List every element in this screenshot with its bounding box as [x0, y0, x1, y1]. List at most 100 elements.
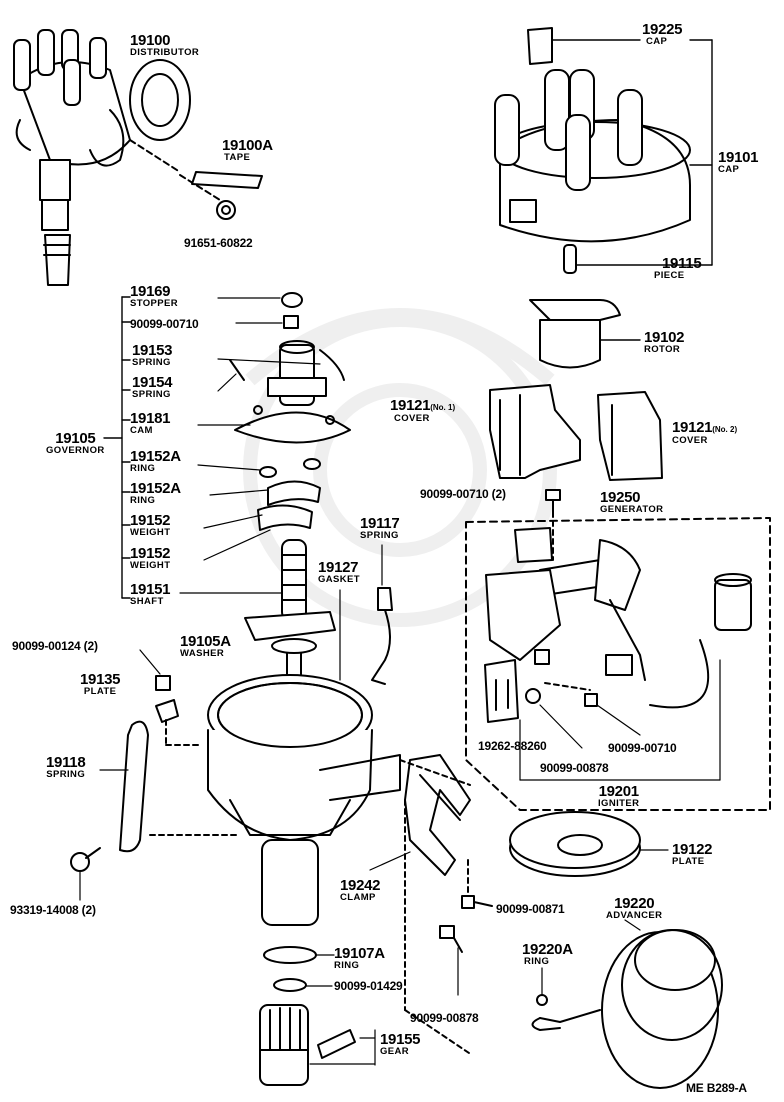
plate-19122-number: 19122: [672, 841, 713, 858]
governor-weight-upper-drawing: [209, 480, 321, 506]
ring-19107a-drawing: [263, 946, 317, 964]
plate-19135-label: 19135 PLATE: [80, 671, 121, 697]
part-90099-01429-label: 90099-01429: [334, 979, 403, 993]
governor-name: GOVERNOR: [46, 445, 105, 456]
ring-19107a-label: 19107A RING: [334, 946, 385, 971]
clamp-label: 19242 CLAMP: [340, 877, 381, 903]
washer-drawing: [271, 638, 317, 654]
distributor-number: 19100: [130, 32, 171, 49]
bolt-90099-00124-drawing: [139, 649, 201, 746]
weight-number-2: 19152: [130, 545, 171, 562]
rotor-label: 19102 ROTOR: [644, 329, 685, 355]
weight-name-1: WEIGHT: [130, 527, 171, 538]
breaker-plate-drawing: [509, 811, 669, 877]
tape-name: TAPE: [224, 152, 251, 163]
bolt-90099-00871-drawing: [461, 859, 493, 909]
rotor-number: 19102: [644, 329, 685, 346]
ring-19152a-number-1: 19152A: [130, 448, 181, 465]
vacuum-advancer-drawing: [531, 919, 723, 1089]
bolt-90099-00710-b-label: 90099-00710: [608, 741, 677, 755]
bolt-90099-00878-lower-drawing: [439, 925, 463, 996]
cam-number: 19181: [130, 410, 171, 427]
stopper-name: STOPPER: [130, 298, 179, 309]
generator-number: 19250: [600, 489, 641, 506]
cap-19225-drawing: [527, 27, 641, 65]
spring-19153-name: SPRING: [132, 357, 171, 368]
bolt-90099-00878-a-label: 90099-00878: [540, 761, 609, 775]
tape-drawing: [191, 171, 263, 189]
washer-label: 19105A WASHER: [180, 634, 231, 659]
washer-number: 19105A: [180, 633, 231, 650]
distributor-name: DISTRIBUTOR: [130, 47, 200, 58]
igniter-module-drawing: [484, 659, 721, 781]
cover-no2-number: 19121: [672, 419, 713, 436]
igniter-label: 19201 IGNITER: [598, 784, 639, 809]
ring-19107a-number: 19107A: [334, 945, 385, 962]
clamp-number: 19242: [340, 877, 381, 894]
bolt-90099-00124-label: 90099-00124 (2): [12, 639, 98, 653]
plate-19135-name: PLATE: [83, 686, 117, 697]
screw-93319-drawing: [70, 847, 101, 901]
plate-19135-number: 19135: [80, 671, 121, 688]
screw-93319-label: 93319-14008 (2): [10, 903, 96, 917]
rotor-name: ROTOR: [644, 344, 681, 355]
ring-19152a-name-2: RING: [130, 495, 156, 506]
generator-label: 19250 GENERATOR: [600, 490, 663, 515]
cap-19225-name: CAP: [646, 36, 668, 47]
shaft-label: 19151 SHAFT: [130, 582, 171, 607]
washer-90099-01429-drawing: [273, 978, 307, 992]
ring-19152a-label-1: 19152A RING: [130, 449, 181, 474]
ring-19107a-name: RING: [334, 960, 360, 971]
cover-no2-sub: (No. 2): [712, 425, 738, 434]
distributor-housing-drawing: [207, 674, 401, 926]
shaft-name: SHAFT: [130, 596, 164, 607]
spring-19118-number: 19118: [46, 754, 86, 771]
spring-19117-number: 19117: [360, 515, 400, 532]
weight-label-1: 19152 WEIGHT: [130, 512, 171, 538]
gasket-name: GASKET: [318, 574, 360, 585]
stopper-label: 19169 STOPPER: [130, 284, 178, 309]
spring-19118-name: SPRING: [46, 769, 86, 780]
ring-19152a-name-1: RING: [130, 463, 156, 474]
governor-number: 19105: [55, 430, 96, 447]
generator-dashed-box: [465, 517, 771, 811]
cover-no1-drawing: [489, 384, 581, 479]
cam-name: CAM: [130, 425, 153, 436]
spring-19154-label: 19154 SPRING: [132, 374, 173, 400]
part-19262-label: 19262-88260: [478, 739, 547, 753]
piece-name: PIECE: [654, 270, 685, 281]
clamp-drawing: [369, 754, 473, 1056]
washer-name: WASHER: [180, 648, 225, 659]
spring-19117-name: SPRING: [360, 530, 399, 541]
igniter-name: IGNITER: [598, 798, 640, 809]
gear-name: GEAR: [380, 1046, 410, 1057]
piece-label: 19115 PIECE: [652, 255, 702, 281]
spring-19154-number: 19154: [132, 374, 173, 391]
stopper-number: 19169: [130, 283, 171, 300]
cover-no1-number: 19121: [390, 397, 431, 414]
tape-label: 19100A TAPE: [222, 138, 273, 163]
watermark-emblem: [243, 308, 557, 627]
cap-19225-label: 19225 CAP: [642, 22, 683, 47]
gear-number: 19155: [380, 1031, 421, 1048]
ring-19152a-drawing: [197, 458, 321, 478]
igniter-number: 19201: [598, 783, 640, 800]
gasket-label: 19127 GASKET: [318, 560, 360, 585]
cover-no2-drawing: [597, 391, 663, 481]
cam-label: 19181 CAM: [130, 410, 171, 436]
bolt-90099-00878-b-label: 90099-00878: [410, 1011, 479, 1025]
bolt-90099-00710-pair-label: 90099-00710 (2): [420, 487, 506, 501]
spring-19154-name: SPRING: [132, 389, 171, 400]
carbon-piece-drawing: [563, 244, 713, 274]
governor-weight-lower-drawing: [203, 504, 313, 561]
spring-19153-label: 19153 SPRING: [132, 343, 173, 368]
piece-number: 19115: [662, 255, 702, 272]
spring-19117-drawing: [371, 544, 393, 685]
plate-19122-name: PLATE: [672, 856, 705, 867]
pickup-generator-drawing: [485, 527, 752, 709]
clamp-name: CLAMP: [340, 892, 376, 903]
governor-bracket: [103, 296, 131, 599]
weight-number-1: 19152: [130, 512, 171, 529]
